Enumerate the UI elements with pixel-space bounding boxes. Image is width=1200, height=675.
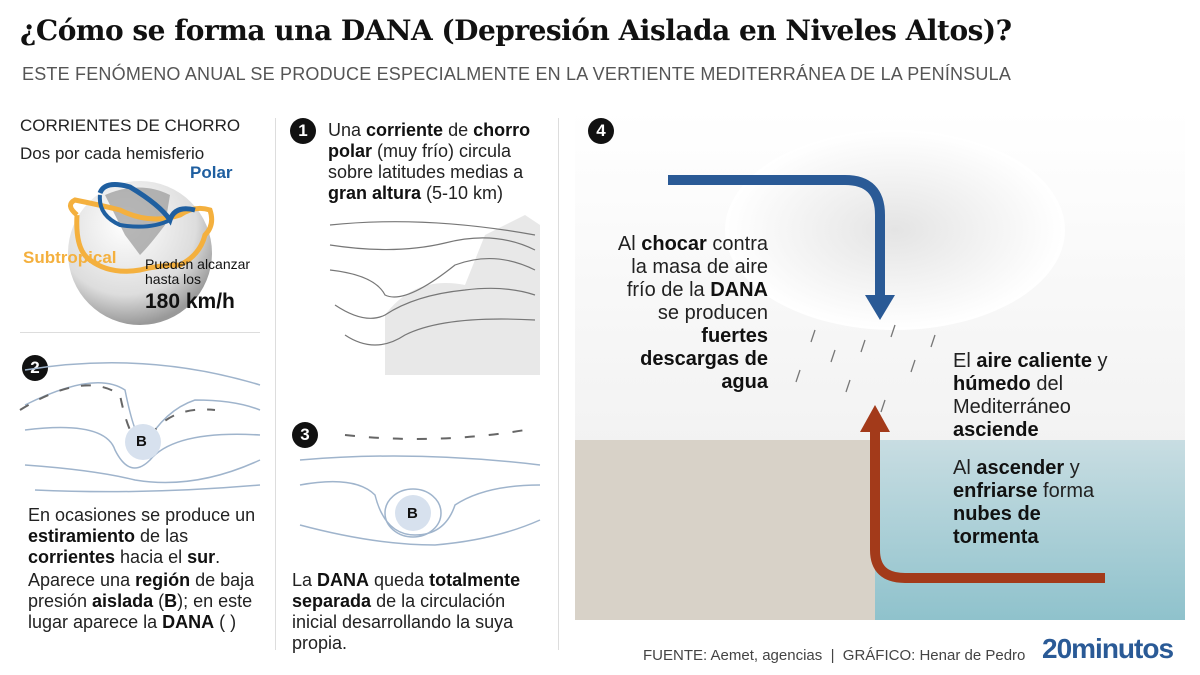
emphasis-text: estiramiento	[28, 526, 136, 546]
emphasis-text: fuertes descargas de agua	[640, 325, 768, 393]
text-segment: Al	[617, 233, 642, 255]
speed-value: 180 km/h	[145, 290, 235, 313]
low-pressure-label: B	[407, 505, 418, 522]
step-4-text-3: Al ascender y enfriarse forma nubes de t…	[953, 457, 1103, 549]
text-segment: Una	[328, 120, 367, 140]
emphasis-text: DANA	[710, 279, 768, 301]
emphasis-text: chorro polar	[328, 120, 531, 161]
text-segment: del Mediterráneo	[953, 373, 1071, 418]
emphasis-text: B	[164, 591, 178, 611]
emphasis-text: sur	[187, 547, 216, 567]
emphasis-text: ascender	[976, 457, 1065, 479]
emphasis-text: corriente	[366, 120, 444, 140]
text-segment: de	[443, 120, 474, 140]
text-segment: (	[153, 591, 165, 611]
text-segment: ( )	[214, 612, 237, 632]
sea	[875, 440, 1185, 620]
speed-note: Pueden alcanzar hasta los	[145, 256, 251, 287]
text-segment: Al	[953, 457, 977, 479]
divider	[275, 118, 276, 650]
jet-subheading: Dos por cada hemisferio	[20, 144, 205, 163]
text-segment: (5-10 km)	[421, 183, 504, 203]
storm-cloud	[725, 130, 1065, 330]
emphasis-text: aire caliente	[976, 350, 1092, 372]
step-2-text-2: Aparece una región de baja presión aisla…	[28, 570, 263, 633]
emphasis-text: DANA	[317, 570, 370, 590]
emphasis-text: aislada	[92, 591, 154, 611]
warm-air-arrow	[870, 430, 1105, 583]
text-segment: contra la masa de aire frío de la	[626, 233, 768, 301]
text-segment: (muy frío) circula sobre latitudes media…	[328, 141, 524, 182]
step-badge-1: 1	[290, 118, 316, 144]
text-segment: y	[1091, 350, 1108, 372]
step-3-text: La DANA queda totalmente separada de la …	[292, 570, 542, 654]
text-segment: se producen	[657, 302, 768, 324]
text-segment: ); en este lugar aparece la	[28, 591, 253, 632]
globe-illustration	[68, 181, 215, 325]
text-segment: de la circulación inicial desarrollando …	[292, 591, 514, 653]
polar-jet-arrow	[97, 182, 196, 226]
emphasis-text: húmedo	[953, 373, 1031, 395]
emphasis-text: DANA	[162, 612, 215, 632]
text-segment: Aparece una	[28, 570, 136, 590]
text-segment: .	[215, 547, 221, 567]
emphasis-text: asciende	[953, 419, 1039, 441]
page-title: ¿Cómo se forma una DANA (Depresión Aisla…	[20, 14, 1012, 47]
text-segment: de las	[135, 526, 189, 546]
step-badge-4: 4	[588, 118, 614, 144]
polar-label: Polar	[190, 163, 233, 182]
emphasis-text: nubes de tormenta	[953, 503, 1041, 548]
text-segment: de baja presión	[28, 570, 255, 611]
text-segment: En ocasiones se produce un	[28, 505, 256, 525]
step-2-text: En ocasiones se produce un estiramiento …	[28, 505, 263, 568]
europe-jet-map	[329, 215, 540, 375]
cold-air-arrow	[668, 175, 885, 295]
jet-heading: CORRIENTES DE CHORRO	[20, 116, 241, 135]
isolated-low-diagram	[299, 429, 541, 546]
low-pressure-area	[125, 424, 161, 460]
emphasis-text: región	[135, 570, 191, 590]
europe-map-shape	[385, 215, 540, 375]
page-subtitle: ESTE FENÓMENO ANUAL SE PRODUCE ESPECIALM…	[22, 64, 1012, 84]
text-segment: forma	[1037, 480, 1095, 502]
text-segment: hacia el	[115, 547, 188, 567]
step-4-text-2: El aire caliente y húmedo del Mediterrán…	[953, 350, 1133, 442]
step-1-text: Una corriente de chorro polar (muy frío)…	[328, 120, 548, 204]
divider	[20, 332, 260, 333]
emphasis-text: gran altura	[328, 183, 422, 203]
emphasis-text: chocar	[641, 233, 707, 255]
text-segment: queda	[369, 570, 430, 590]
subtropical-label: Subtropical	[23, 248, 117, 267]
credits: FUENTE: Aemet, agencias | GRÁFICO: Henar…	[643, 647, 1026, 664]
brand-logo: 20minutos	[1042, 633, 1174, 664]
low-pressure-label: B	[136, 433, 147, 450]
divider	[558, 118, 559, 650]
text-segment: y	[1064, 457, 1080, 479]
text-segment: La	[292, 570, 318, 590]
airflow-arrows	[668, 175, 1105, 583]
emphasis-text: enfriarse	[953, 480, 1038, 502]
step-4-text: Al chocar contra la masa de aire frío de…	[608, 233, 768, 394]
emphasis-text: totalmente separada	[292, 570, 521, 611]
low-pressure-area	[395, 495, 431, 531]
stretched-jet-diagram	[19, 361, 261, 493]
text-segment: El	[953, 350, 977, 372]
step-badge-3: 3	[292, 422, 318, 448]
emphasis-text: corrientes	[28, 547, 116, 567]
